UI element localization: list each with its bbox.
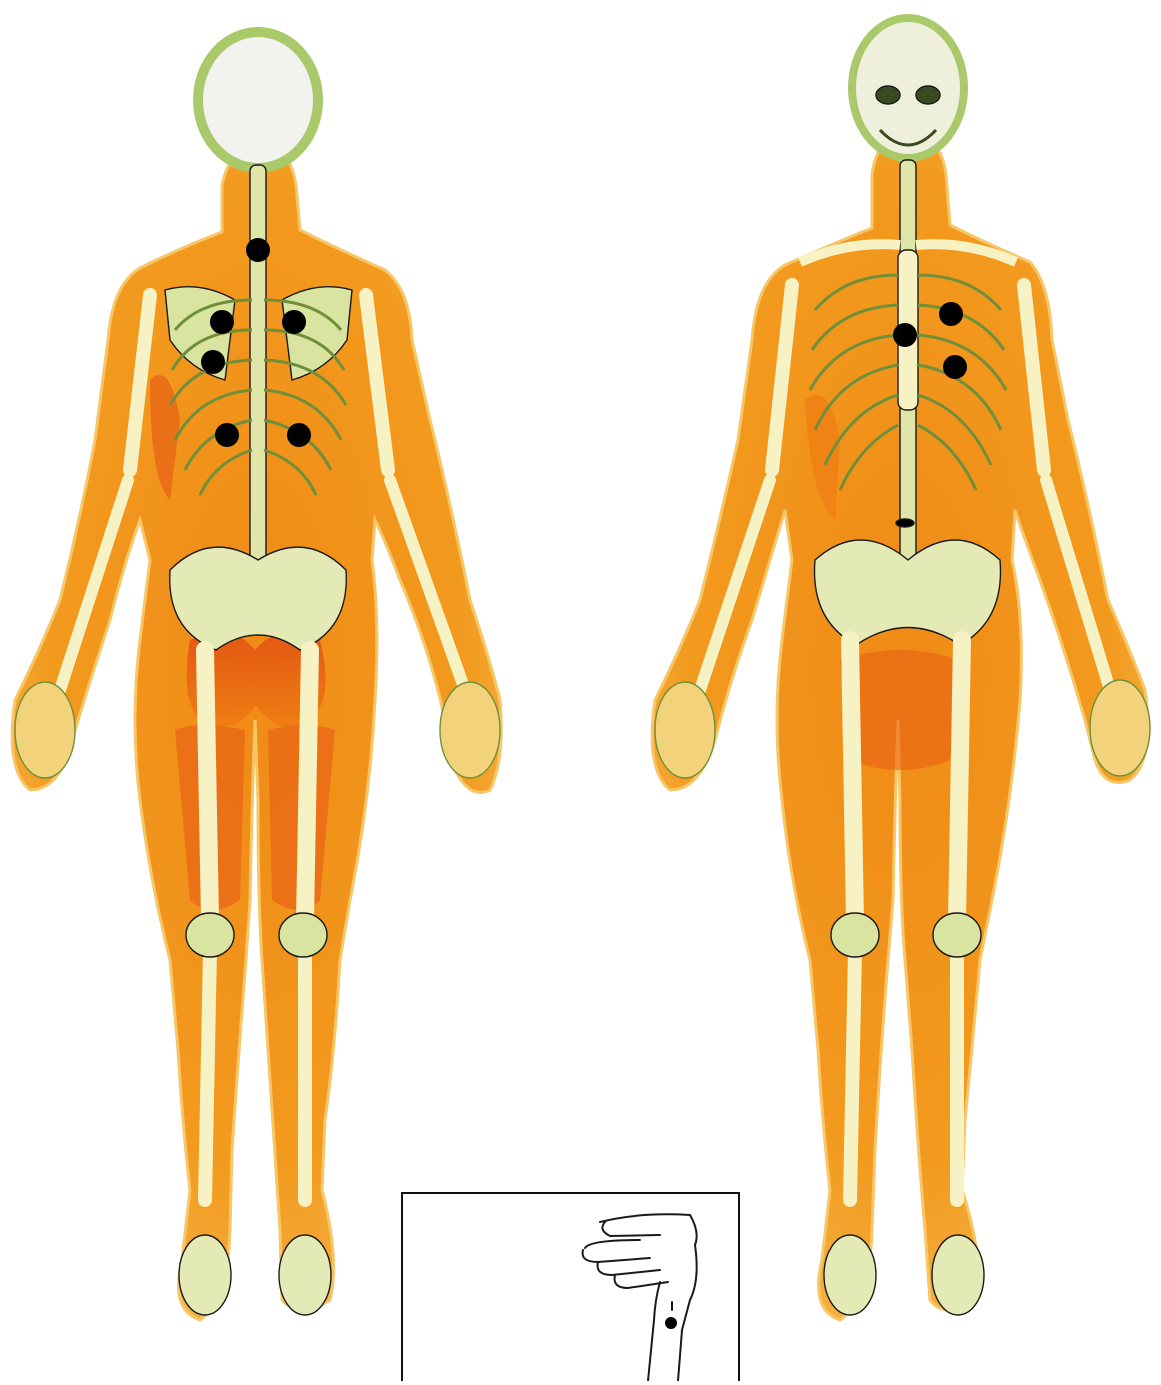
back-view-marker-neck bbox=[246, 238, 270, 262]
front-hand-right bbox=[1090, 680, 1150, 776]
back-femur-left bbox=[205, 650, 210, 920]
back-view-marker-lower-right bbox=[287, 423, 311, 447]
front-knee-left bbox=[831, 913, 879, 957]
front-hand-left bbox=[655, 682, 715, 778]
front-skull bbox=[852, 18, 964, 158]
back-view-marker-upper-left bbox=[210, 310, 234, 334]
wrist-point-marker bbox=[665, 1317, 677, 1329]
front-foot-left bbox=[824, 1235, 876, 1315]
front-navel bbox=[896, 519, 914, 527]
front-view-figure bbox=[652, 18, 1150, 1320]
front-eye-left bbox=[876, 86, 900, 104]
back-tibia-left bbox=[205, 950, 210, 1200]
front-view-marker-chest-upper bbox=[939, 302, 963, 326]
back-head bbox=[198, 32, 318, 168]
front-eye-right bbox=[916, 86, 940, 104]
back-pelvis bbox=[170, 547, 347, 650]
back-view-marker-mid-left bbox=[201, 350, 225, 374]
wrist-inset-frame bbox=[402, 1193, 739, 1381]
back-knee-right bbox=[279, 913, 327, 957]
wrist-inset bbox=[402, 1193, 739, 1381]
back-view-figure bbox=[12, 32, 501, 1320]
back-foot-right bbox=[279, 1235, 331, 1315]
back-hand-left bbox=[15, 682, 75, 778]
back-foot-left bbox=[179, 1235, 231, 1315]
back-hand-right bbox=[440, 682, 500, 778]
back-view-marker-lower-left bbox=[215, 423, 239, 447]
front-femur-left bbox=[850, 640, 855, 920]
back-knee-left bbox=[186, 913, 234, 957]
back-femur-right bbox=[305, 650, 310, 920]
front-foot-right bbox=[932, 1235, 984, 1315]
front-tibia-left bbox=[850, 950, 855, 1200]
back-view-marker-upper-right bbox=[282, 310, 306, 334]
back-spine bbox=[250, 165, 266, 605]
front-femur-right bbox=[957, 640, 962, 920]
front-view-marker-chest-lower bbox=[943, 355, 967, 379]
front-view-marker-sternum bbox=[893, 323, 917, 347]
front-knee-right bbox=[933, 913, 981, 957]
